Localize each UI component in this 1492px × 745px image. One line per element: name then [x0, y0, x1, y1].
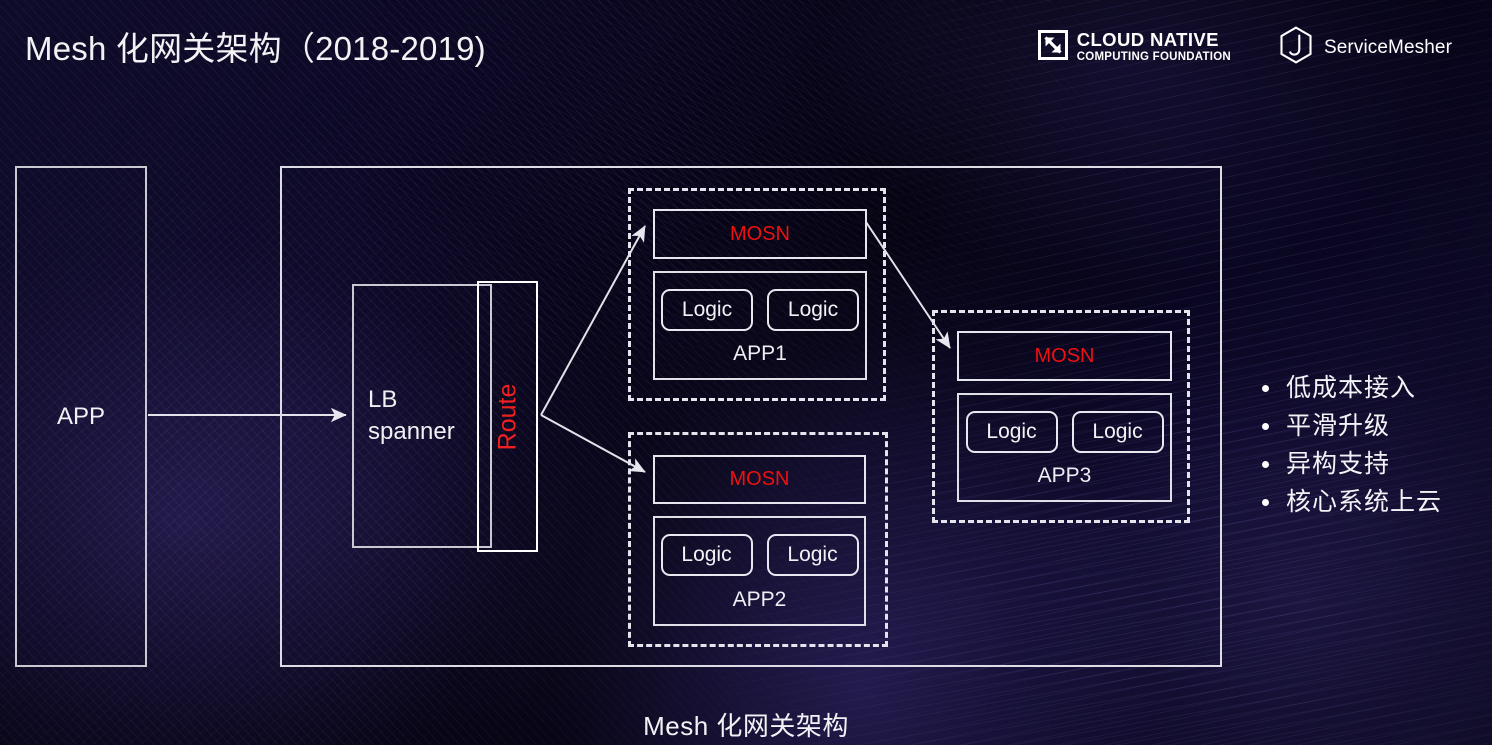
- benefit-label: 核心系统上云: [1286, 488, 1443, 516]
- bullet-dot-icon: [1262, 423, 1269, 430]
- lb-spanner-box[interactable]: LB spanner: [352, 284, 492, 548]
- app1-logic-row: Logic Logic: [655, 289, 865, 331]
- lb-spanner-line-2: spanner: [368, 418, 455, 445]
- lb-spanner-label: LB spanner: [368, 384, 455, 448]
- benefit-item: 平滑升级: [1262, 410, 1492, 442]
- page-title: Mesh 化网关架构（2018-2019): [25, 30, 486, 67]
- app2-logic-2[interactable]: Logic: [766, 534, 859, 576]
- logo-group: CLOUD NATIVE COMPUTING FOUNDATION Servic…: [1037, 26, 1452, 69]
- app3-logic-2[interactable]: Logic: [1071, 411, 1164, 453]
- app1-name-label: APP1: [733, 342, 787, 365]
- benefit-item: 核心系统上云: [1262, 486, 1492, 518]
- app2-pod[interactable]: MOSN Logic Logic APP2: [628, 432, 888, 647]
- route-box[interactable]: Route: [477, 281, 538, 552]
- app2-logic-row: Logic Logic: [655, 534, 864, 576]
- benefit-item: 异构支持: [1262, 448, 1492, 480]
- app2-container-box: Logic Logic APP2: [653, 516, 866, 626]
- cncf-logo: CLOUD NATIVE COMPUTING FOUNDATION: [1037, 30, 1231, 65]
- app2-mosn-box[interactable]: MOSN: [653, 455, 866, 504]
- app2-name-label: APP2: [732, 588, 787, 611]
- benefit-label: 低成本接入: [1286, 374, 1417, 402]
- bullet-dot-icon: [1262, 385, 1269, 392]
- client-app-box[interactable]: APP: [15, 166, 147, 667]
- app3-mosn-box[interactable]: MOSN: [957, 331, 1172, 381]
- app3-container-box: Logic Logic APP3: [957, 393, 1172, 502]
- app1-logic-2[interactable]: Logic: [767, 289, 859, 331]
- cncf-wordmark: CLOUD NATIVE COMPUTING FOUNDATION: [1077, 31, 1231, 64]
- cncf-helm-icon: [1037, 30, 1068, 65]
- servicemesher-wordmark: ServiceMesher: [1323, 36, 1452, 58]
- route-label: Route: [493, 383, 521, 450]
- bullet-dot-icon: [1262, 499, 1269, 506]
- benefit-item: 低成本接入: [1262, 372, 1492, 404]
- bullet-dot-icon: [1262, 461, 1269, 468]
- client-app-label: APP: [56, 402, 106, 430]
- app2-logic-1[interactable]: Logic: [660, 534, 753, 576]
- slide-caption: Mesh 化网关架构: [643, 711, 849, 741]
- app3-logic-row: Logic Logic: [959, 411, 1170, 453]
- benefits-list: 低成本接入 平滑升级 异构支持 核心系统上云: [1262, 372, 1492, 524]
- app1-container-box: Logic Logic APP1: [653, 271, 867, 380]
- benefit-label: 异构支持: [1286, 450, 1391, 478]
- app1-mosn-box[interactable]: MOSN: [653, 209, 867, 259]
- servicemesher-logo: ServiceMesher: [1279, 26, 1452, 69]
- lb-spanner-line-1: LB: [368, 386, 398, 414]
- servicemesher-hexagon-icon: [1279, 26, 1313, 69]
- app3-name-label: APP3: [1037, 464, 1092, 487]
- cncf-line-2: COMPUTING FOUNDATION: [1076, 51, 1231, 64]
- app3-logic-1[interactable]: Logic: [965, 411, 1058, 453]
- cncf-line-1: CLOUD NATIVE: [1076, 29, 1219, 51]
- app1-logic-1[interactable]: Logic: [661, 289, 753, 331]
- app1-pod[interactable]: MOSN Logic Logic APP1: [628, 188, 886, 401]
- app3-pod[interactable]: MOSN Logic Logic APP3: [932, 310, 1190, 523]
- benefit-label: 平滑升级: [1286, 412, 1391, 440]
- gateway-container: [280, 166, 1222, 667]
